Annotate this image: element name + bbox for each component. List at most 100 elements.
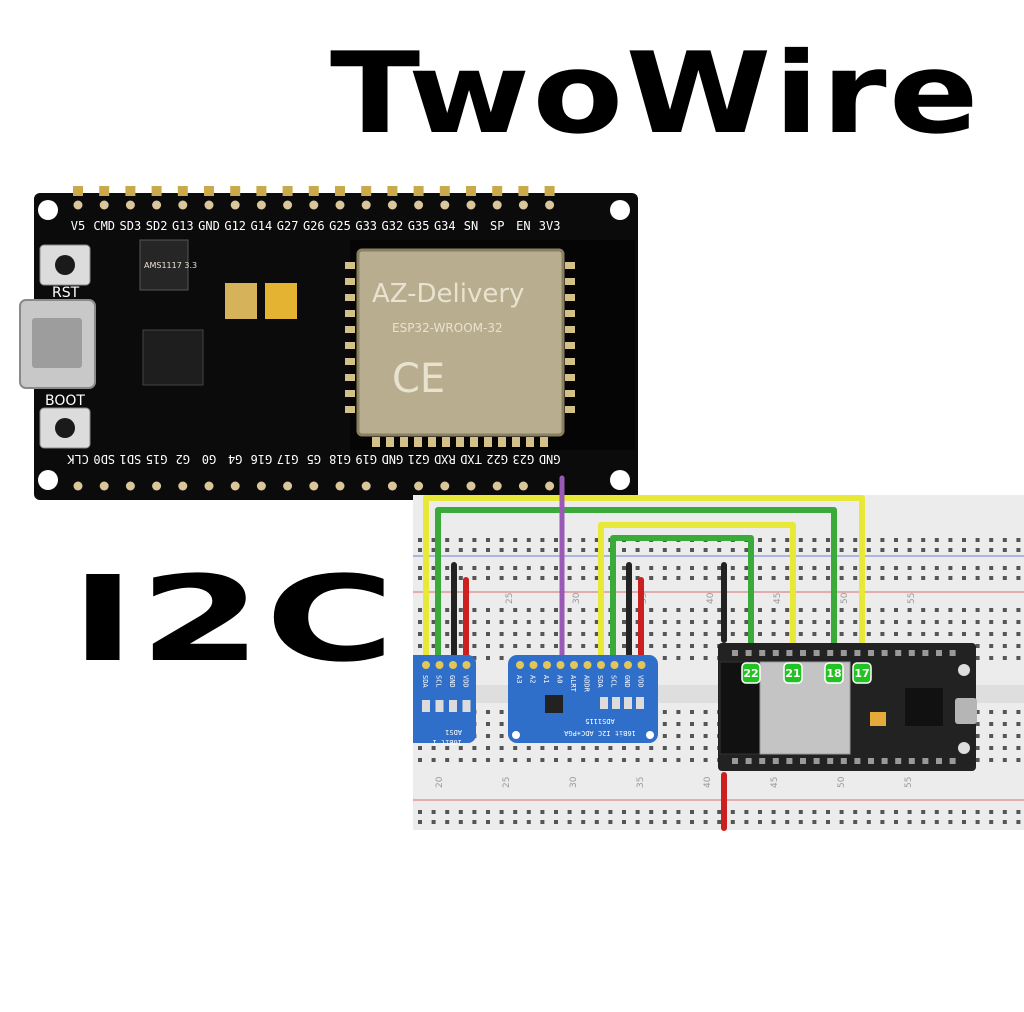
esp32-small-button-icon[interactable] [958, 664, 970, 676]
wire-yellow-sda [423, 495, 865, 668]
breadboard-hole-icon [567, 566, 572, 570]
mounting-hole-icon [38, 200, 58, 220]
breadboard-hole-icon [526, 810, 531, 814]
breadboard-hole-icon [962, 576, 966, 580]
pin-hole-icon [545, 200, 555, 210]
breadboard-hole-icon [540, 538, 545, 542]
breadboard-hole-icon [526, 620, 531, 624]
breadboard-column-number: 25 [505, 593, 515, 604]
breadboard-hole-icon [445, 632, 450, 636]
header-pin-icon [439, 186, 450, 196]
breadboard-hole-icon [458, 746, 463, 750]
module-left-label-1: ADS1 [445, 728, 462, 736]
breadboard-hole-icon [798, 538, 803, 542]
breadboard-hole-icon [690, 576, 694, 580]
breadboard-hole-icon [472, 758, 477, 762]
breadboard-hole-icon [921, 620, 926, 624]
capacitor-icon [265, 283, 297, 319]
module-left-pcb [413, 655, 476, 743]
breadboard-hole-icon [826, 566, 830, 570]
breadboard-hole-icon [676, 710, 681, 714]
breadboard-hole-icon [907, 576, 912, 580]
bottom-pin-label: SD0 [93, 452, 115, 466]
breadboard-hole-icon [744, 810, 749, 814]
header-pin-icon [177, 186, 188, 196]
breadboard-hole-icon [649, 810, 654, 814]
module-center-pin-label: A1 [542, 675, 550, 683]
breadboard-hole-icon [690, 548, 694, 552]
chip-brand: AZ-Delivery [372, 279, 524, 309]
breadboard-hole-icon [907, 608, 912, 612]
module-pad-icon [345, 278, 355, 285]
breadboard-hole-icon [812, 566, 817, 570]
breadboard-hole-icon [649, 620, 654, 624]
breadboard-hole-icon [458, 620, 463, 624]
breadboard-hole-icon [989, 734, 994, 738]
breadboard-hole-icon [798, 620, 803, 624]
esp32-small-pin-icon [827, 650, 834, 656]
breadboard-hole-icon [975, 746, 980, 750]
breadboard-hole-icon [513, 566, 518, 570]
pin-hole-icon [204, 481, 214, 491]
breadboard-hole-icon [513, 538, 518, 542]
pin-hole-icon [335, 200, 345, 210]
bottom-pin-label: CLK [66, 452, 88, 466]
breadboard-hole-icon [744, 608, 749, 612]
breadboard-hole-icon [1002, 566, 1007, 570]
breadboard-hole-icon [880, 608, 885, 612]
breadboard-hole-icon [486, 758, 490, 762]
breadboard-hole-icon [499, 538, 504, 542]
breadboard-hole-icon [676, 758, 681, 762]
breadboard-hole-icon [418, 548, 422, 552]
breadboard-hole-icon [486, 820, 490, 824]
breadboard-column-number: 35 [636, 777, 646, 788]
breadboard-column-number: 45 [770, 777, 780, 788]
module-pad-icon [565, 278, 575, 285]
pin-hole-icon [73, 481, 83, 491]
module-pad-icon [372, 437, 380, 447]
breadboard-hole-icon [989, 710, 994, 714]
breadboard-hole-icon [989, 810, 994, 814]
module-pin-icon [583, 661, 592, 669]
breadboard-hole-icon [662, 734, 667, 738]
breadboard-hole-icon [975, 644, 980, 648]
top-pin-label: G33 [355, 219, 377, 233]
pin-hole-icon [204, 200, 214, 210]
module-pin-icon [624, 661, 632, 669]
breadboard-hole-icon [771, 548, 776, 552]
breadboard-hole-icon [948, 566, 953, 570]
breadboard-hole-icon [1002, 710, 1007, 714]
breadboard-hole-icon [676, 548, 681, 552]
breadboard-hole-icon [540, 566, 545, 570]
breadboard-hole-icon [635, 608, 640, 612]
breadboard-hole-icon [866, 620, 871, 624]
esp32-small-pin-icon [840, 758, 847, 764]
breadboard-hole-icon [948, 538, 953, 542]
breadboard-hole-icon [445, 620, 450, 624]
breadboard-hole-icon [1002, 576, 1007, 580]
breadboard-hole-icon [622, 632, 626, 636]
breadboard-hole-icon [1002, 722, 1007, 726]
breadboard-hole-icon [962, 820, 966, 824]
esp32-small-button-icon[interactable] [958, 742, 970, 754]
breadboard-hole-icon [758, 548, 762, 552]
header-pin-icon [204, 186, 214, 196]
breadboard-hole-icon [554, 620, 558, 624]
pin-hole-icon [99, 200, 109, 210]
breadboard-hole-icon [526, 820, 531, 824]
breadboard-hole-icon [703, 734, 708, 738]
top-pin-label: GND [198, 219, 220, 233]
breadboard-hole-icon [486, 746, 490, 750]
breadboard-hole-icon [649, 608, 654, 612]
breadboard-hole-icon [948, 548, 953, 552]
breadboard-hole-icon [581, 620, 586, 624]
breadboard-hole-icon [458, 758, 463, 762]
breadboard-hole-icon [690, 758, 694, 762]
breadboard-hole-icon [921, 548, 926, 552]
breadboard-hole-icon [608, 810, 613, 814]
chip-model: ESP32-WROOM-32 [392, 321, 503, 335]
pin-hole-icon [99, 481, 109, 491]
breadboard-hole-icon [894, 632, 898, 636]
